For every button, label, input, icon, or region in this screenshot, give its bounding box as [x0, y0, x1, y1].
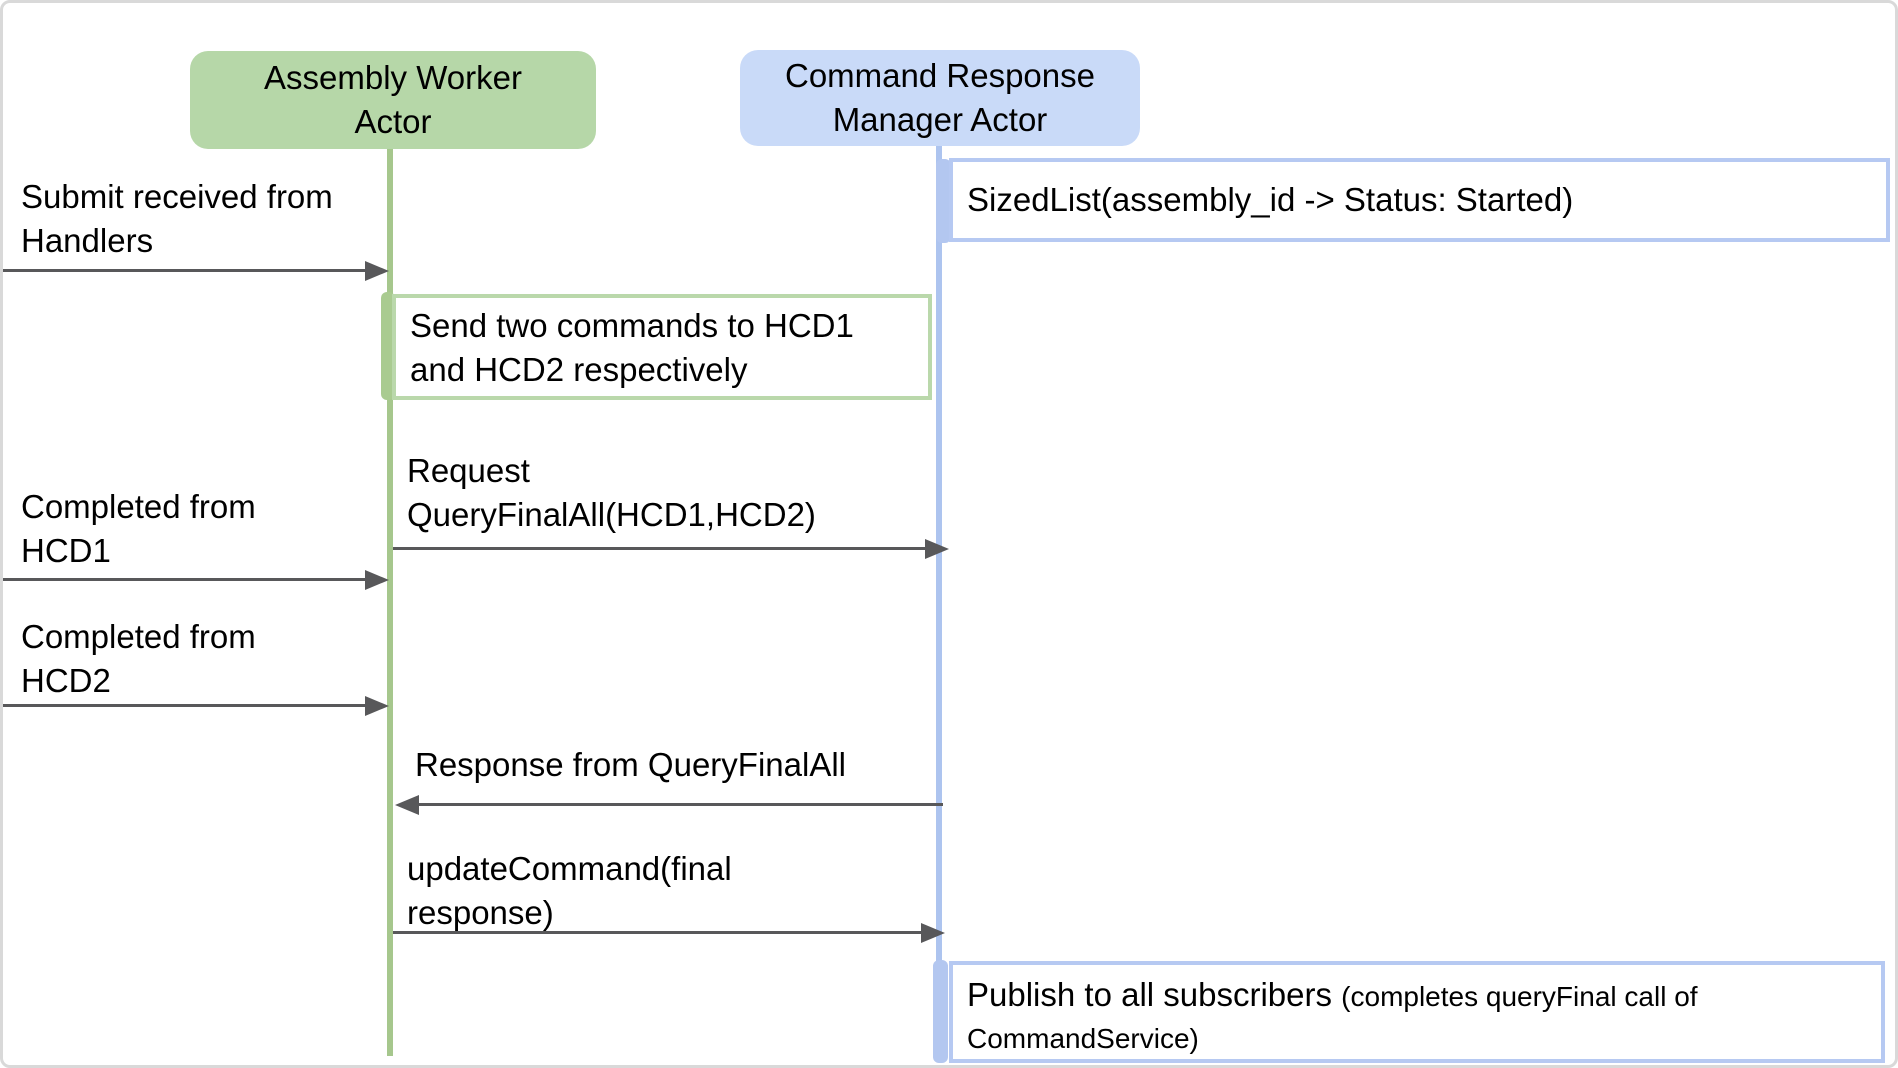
note-publish-detail: CommandService) — [967, 1023, 1199, 1054]
message-arrow-update-command — [393, 923, 945, 943]
message-arrow-completed-hcd2 — [3, 696, 389, 716]
note-publish: Publish to all subscribers (completes qu… — [949, 961, 1885, 1063]
note-sizedlist: SizedList(assembly_id -> Status: Started… — [949, 158, 1890, 242]
message-label-line: Response from QueryFinalAll — [415, 746, 846, 783]
note-send-line: Send two commands to HCD1 — [410, 307, 854, 344]
actor-label-line: Manager Actor — [832, 101, 1048, 138]
arrowhead-right-icon — [921, 923, 945, 943]
lifeline-assembly-worker — [387, 149, 393, 1056]
note-publish-line: Publish to all subscribers (completes qu… — [967, 973, 1867, 1019]
activation-bar-manager-sizedlist — [936, 159, 951, 243]
activation-bar-manager-publish — [933, 960, 948, 1063]
message-label-line: Completed from — [21, 618, 256, 655]
note-send-two-commands: Send two commands to HCD1 and HCD2 respe… — [392, 294, 932, 400]
message-label-completed-hcd1: Completed from HCD1 — [21, 485, 256, 573]
note-sizedlist-text: SizedList(assembly_id -> Status: Started… — [967, 181, 1574, 218]
message-label-line: Request — [407, 452, 530, 489]
arrowhead-right-icon — [365, 261, 389, 281]
message-arrow-request — [393, 539, 949, 559]
activation-bar-assembly-worker — [381, 292, 395, 400]
message-label-line: Completed from — [21, 488, 256, 525]
arrow-shaft — [3, 269, 379, 272]
arrowhead-right-icon — [925, 539, 949, 559]
message-label-line: response) — [407, 894, 554, 931]
message-label-request: Request QueryFinalAll(HCD1,HCD2) — [407, 449, 816, 537]
message-label-line: HCD2 — [21, 662, 111, 699]
arrowhead-right-icon — [365, 570, 389, 590]
arrowhead-left-icon — [395, 795, 419, 815]
message-label-update-command: updateCommand(final response) — [407, 847, 732, 935]
actor-label-line: Assembly Worker — [264, 59, 522, 96]
message-label-completed-hcd2: Completed from HCD2 — [21, 615, 256, 703]
message-arrow-submit — [3, 261, 389, 281]
arrow-shaft — [3, 578, 379, 581]
message-arrow-completed-hcd1 — [3, 570, 389, 590]
message-label-response: Response from QueryFinalAll — [415, 743, 846, 787]
message-label-line: QueryFinalAll(HCD1,HCD2) — [407, 496, 816, 533]
actor-label-line: Actor — [354, 103, 432, 140]
actor-box-assembly-worker: Assembly Worker Actor — [190, 51, 596, 149]
arrow-shaft — [393, 547, 939, 550]
message-label-submit: Submit received from Handlers — [21, 175, 333, 263]
arrow-shaft — [393, 931, 935, 934]
message-label-line: Handlers — [21, 222, 154, 259]
message-label-line: HCD1 — [21, 532, 111, 569]
arrow-shaft — [405, 803, 943, 806]
message-label-line: updateCommand(final — [407, 850, 732, 887]
message-arrow-response — [395, 795, 943, 815]
note-send-line: and HCD2 respectively — [410, 351, 748, 388]
arrowhead-right-icon — [365, 696, 389, 716]
note-publish-detail: (completes queryFinal call of — [1341, 981, 1698, 1012]
note-publish-main: Publish to all subscribers — [967, 976, 1332, 1013]
actor-label-line: Command Response — [785, 57, 1095, 94]
message-label-line: Submit received from — [21, 178, 333, 215]
arrow-shaft — [3, 704, 379, 707]
actor-box-command-response-manager: Command Response Manager Actor — [740, 50, 1140, 146]
